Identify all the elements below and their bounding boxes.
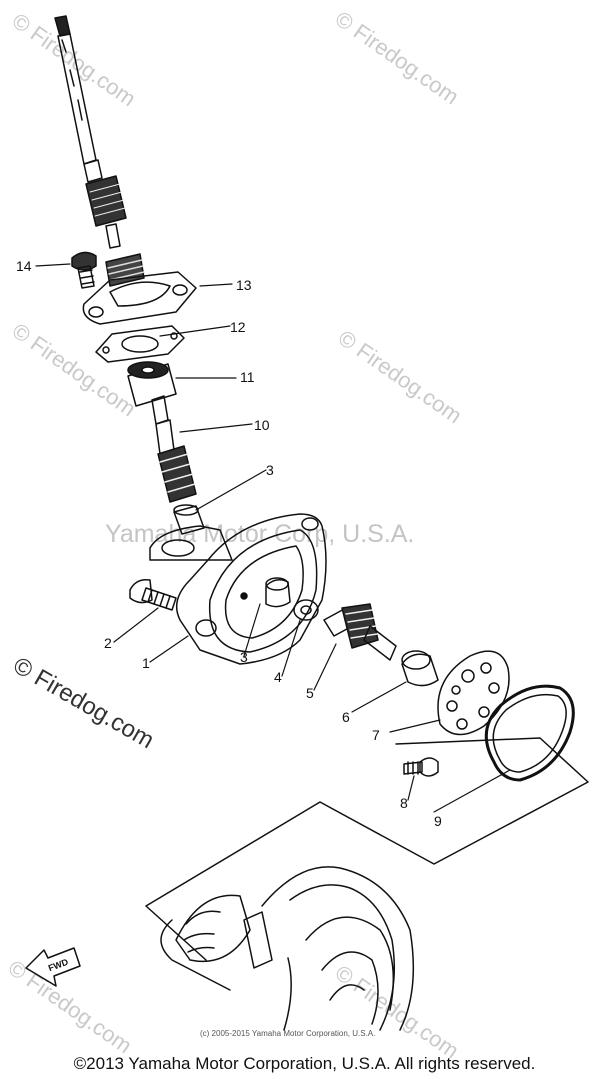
callout-2: 2 xyxy=(104,635,112,651)
callout-11: 11 xyxy=(240,369,255,385)
callout-13: 13 xyxy=(236,277,252,293)
washer-4 xyxy=(293,599,319,621)
bushing-3-upper xyxy=(173,504,205,535)
copyright-footer: ©2013 Yamaha Motor Corporation, U.S.A. A… xyxy=(73,1054,536,1073)
collar-6 xyxy=(401,650,439,687)
flange-13 xyxy=(82,253,197,325)
callout-5: 5 xyxy=(306,685,314,701)
engine-case-outline xyxy=(145,737,589,1031)
callout-10: 10 xyxy=(254,417,270,433)
gasket-12 xyxy=(95,325,185,363)
callout-7: 7 xyxy=(372,727,380,743)
callout-1: 1 xyxy=(142,655,150,671)
callout-4: 4 xyxy=(274,669,282,685)
driven-gear-10 xyxy=(151,395,197,503)
screw-8 xyxy=(403,757,439,777)
callout-14: 14 xyxy=(16,258,32,274)
callout-6: 6 xyxy=(342,709,350,725)
callout-3-lower: 3 xyxy=(240,649,248,665)
bushing-11 xyxy=(127,361,177,407)
callout-3-upper: 3 xyxy=(266,462,274,478)
small-copyright: (c) 2005-2015 Yamaha Motor Corporation, … xyxy=(200,1029,376,1038)
plate-7 xyxy=(437,650,510,736)
fwd-arrow-icon xyxy=(25,947,81,987)
bolt-2 xyxy=(129,578,177,611)
drive-gear-5 xyxy=(323,603,397,661)
leader-lines xyxy=(35,263,511,813)
cable-shaft xyxy=(54,15,127,249)
watermark-center: Yamaha Motor Corp, U.S.A. xyxy=(105,520,415,548)
housing-1 xyxy=(149,513,327,665)
callout-8: 8 xyxy=(400,795,408,811)
callout-12: 12 xyxy=(230,319,246,335)
o-ring-9 xyxy=(484,684,575,782)
bolt-14 xyxy=(71,251,97,289)
callout-9: 9 xyxy=(434,813,442,829)
